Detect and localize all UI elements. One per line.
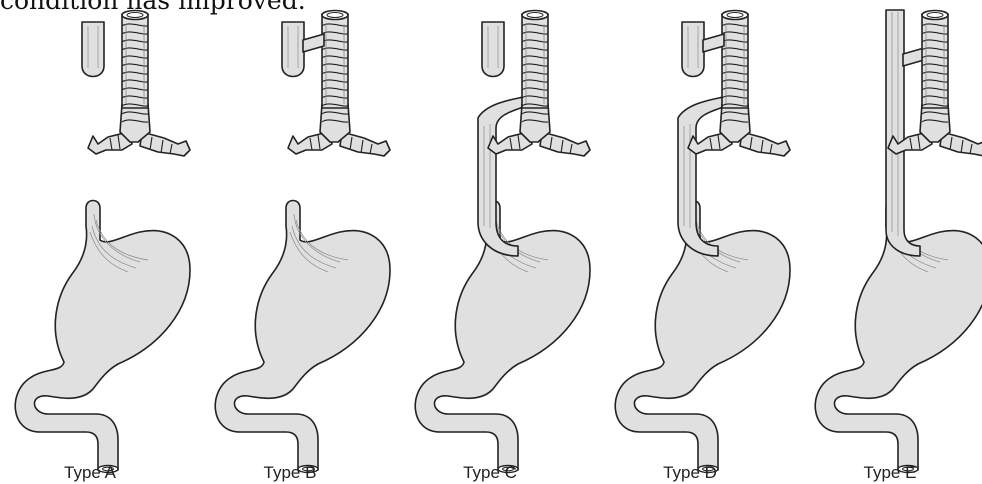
right-bronchus <box>140 132 190 156</box>
type-label: Type B <box>264 463 317 482</box>
panel-type-a: Type A <box>15 11 190 483</box>
continuous-esophagus <box>886 10 920 256</box>
upper-esophageal-pouch <box>82 22 104 77</box>
upper-esophageal-pouch <box>282 22 304 77</box>
trachea-opening <box>922 11 948 20</box>
carina <box>920 104 950 142</box>
trachea-opening <box>722 11 748 20</box>
type-label: Type A <box>64 463 117 482</box>
upper-esophageal-pouch <box>482 22 504 77</box>
right-bronchus <box>740 132 790 156</box>
panels-group: Type A Type B Type C Type D Type E <box>15 10 982 482</box>
right-bronchus <box>340 132 390 156</box>
trachea-opening <box>122 11 148 20</box>
type-label: Type D <box>663 463 717 482</box>
stomach <box>15 201 190 471</box>
fistula-connection <box>703 34 724 52</box>
carina <box>520 104 550 142</box>
trachea-opening <box>522 11 548 20</box>
panel-type-d: Type D <box>615 11 790 483</box>
h-type-fistula <box>903 48 924 66</box>
carina <box>320 104 350 142</box>
carina <box>120 104 150 142</box>
lower-esophageal-segment <box>478 96 526 256</box>
type-label: Type C <box>463 463 517 482</box>
upper-esophageal-pouch <box>682 22 704 77</box>
carina <box>720 104 750 142</box>
panel-type-b: Type B <box>215 11 390 483</box>
type-label: Type E <box>864 463 917 482</box>
fistula-connection <box>303 34 324 52</box>
lower-esophageal-segment <box>678 96 726 256</box>
stomach <box>215 201 390 471</box>
right-bronchus <box>540 132 590 156</box>
panel-type-e: Type E <box>815 10 982 482</box>
trachea-opening <box>322 11 348 20</box>
panel-type-c: Type C <box>415 11 590 483</box>
